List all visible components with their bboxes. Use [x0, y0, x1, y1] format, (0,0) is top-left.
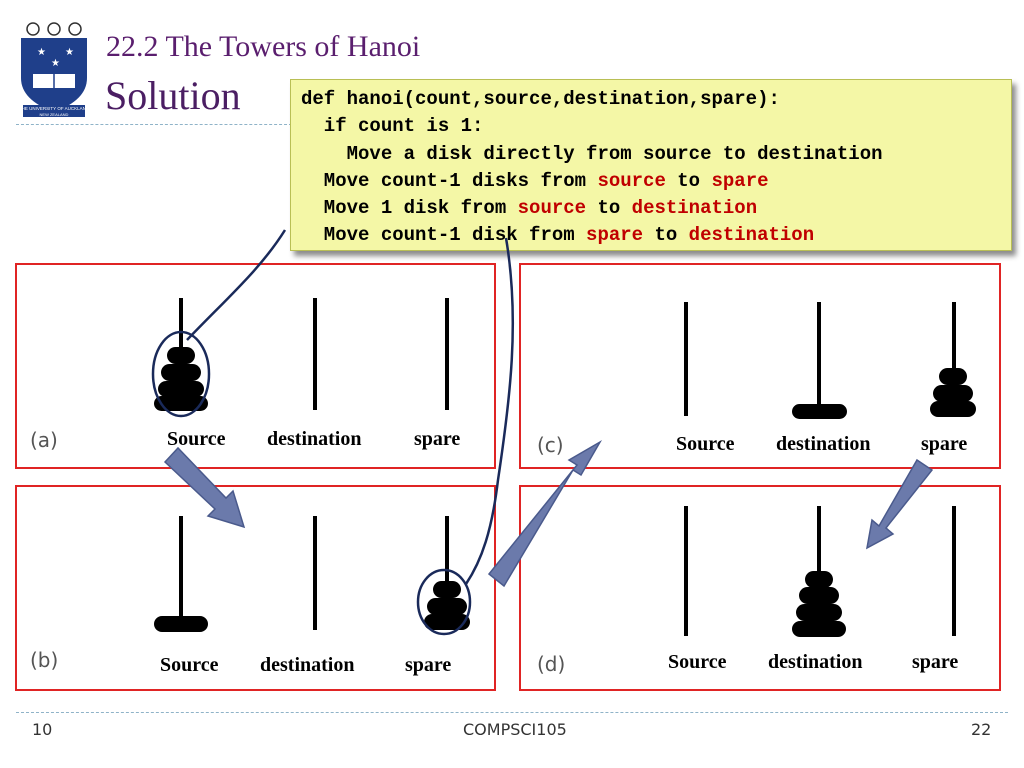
- svg-text:★: ★: [37, 47, 46, 58]
- panel-c-letter: (c): [537, 433, 564, 457]
- panel-d-label-destination: destination: [768, 651, 863, 673]
- slide-title: Solution: [105, 73, 241, 118]
- panel-a-label-source: Source: [167, 428, 226, 450]
- panel-d-letter: (d): [537, 652, 566, 676]
- panel-b-label-destination: destination: [260, 654, 355, 676]
- code-line: def hanoi(count,source,destination,spare…: [301, 88, 780, 110]
- panel-c-label-source: Source: [676, 433, 735, 455]
- footer-page-number: 22: [971, 720, 992, 739]
- slide-subtitle: 22.2 The Towers of Hanoi: [106, 30, 421, 63]
- code-line: Move count-1 disks from source to spare: [301, 169, 769, 192]
- pseudocode-callout: def hanoi(count,source,destination,spare…: [290, 79, 1012, 251]
- footer-course: COMPSCI105: [463, 720, 567, 739]
- panel-b-label-spare: spare: [405, 654, 452, 676]
- panel-d-label-spare: spare: [912, 651, 959, 673]
- code-line: Move 1 disk from source to destination: [301, 197, 758, 220]
- panel-b-letter: (b): [30, 648, 59, 672]
- svg-text:★: ★: [65, 47, 74, 58]
- svg-text:THE UNIVERSITY OF AUCKLAND: THE UNIVERSITY OF AUCKLAND: [19, 106, 90, 111]
- logo-birds-icon: [26, 22, 82, 36]
- code-line: Move count-1 disk from spare to destinat…: [301, 224, 815, 247]
- panel-a-label-spare: spare: [414, 428, 461, 450]
- footer-left: 10: [32, 720, 53, 739]
- svg-text:NEW ZEALAND: NEW ZEALAND: [40, 112, 69, 117]
- panel-b: [15, 485, 496, 691]
- header-divider: [16, 124, 292, 125]
- university-logo: ★ ★ ★ THE UNIVERSITY OF AUCKLAND NEW ZEA…: [19, 22, 90, 117]
- panel-a-label-destination: destination: [267, 428, 362, 450]
- code-line: if count is 1:: [301, 115, 484, 138]
- panel-c-label-destination: destination: [776, 433, 871, 455]
- panel-c-label-spare: spare: [921, 433, 968, 455]
- svg-text:★: ★: [51, 58, 60, 69]
- code-line: Move a disk directly from source to dest…: [301, 142, 883, 165]
- panel-d-label-source: Source: [668, 651, 727, 673]
- panel-b-label-source: Source: [160, 654, 219, 676]
- panel-a-letter: (a): [30, 428, 58, 452]
- footer-divider: [16, 712, 1008, 713]
- panel-c: [519, 263, 1001, 469]
